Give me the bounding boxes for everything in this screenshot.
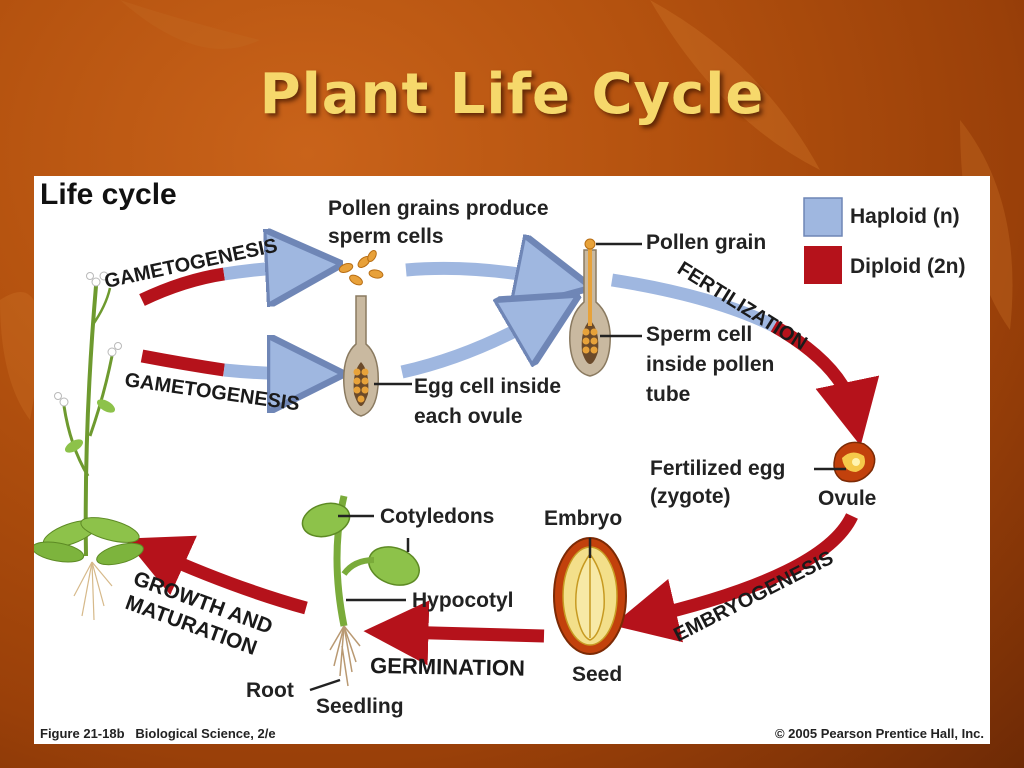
gametogenesis-top-arrow-diploid — [139, 267, 225, 306]
pistil-illustration — [343, 295, 379, 417]
label-seed: Seed — [572, 663, 623, 686]
label-pollen-produce-2: sperm cells — [328, 225, 444, 248]
legend-diploid-label: Diploid (2n) — [850, 255, 966, 278]
ovule-illustration — [833, 441, 876, 483]
pollen-tube-pistil-illustration — [569, 238, 611, 377]
pollen-to-pistil-arrow — [405, 268, 554, 280]
germination-arrow — [363, 600, 545, 666]
ovule-to-pistil-arrow — [400, 314, 546, 379]
gametogenesis-bottom-arrow-haploid — [223, 370, 306, 374]
fertilization-arrow-haploid — [610, 273, 777, 332]
label-embryo: Embryo — [544, 507, 623, 530]
stage-germination: GERMINATION — [370, 653, 525, 681]
label-egg-cell-1: Egg cell inside — [414, 375, 562, 398]
label-sperm-cell-3: tube — [646, 383, 691, 406]
footer-figure-ref: Figure 21-18b Biological Science, 2/e — [40, 726, 276, 741]
figure-heading: Life cycle — [40, 178, 177, 211]
label-hypocotyl: Hypocotyl — [412, 589, 514, 612]
label-pollen-grain: Pollen grain — [646, 231, 767, 254]
legend-haploid-swatch — [803, 197, 843, 237]
legend-haploid-label: Haploid (n) — [850, 205, 960, 228]
leader-lines — [309, 242, 846, 692]
label-egg-cell-2: each ovule — [414, 405, 523, 428]
label-root: Root — [246, 679, 294, 702]
pollen-grains-illustration — [338, 250, 384, 286]
growth-maturation-arrow — [124, 535, 308, 615]
seed-illustration — [553, 537, 627, 655]
gametogenesis-bottom-arrow-diploid — [140, 349, 225, 377]
label-cotyledons: Cotyledons — [380, 505, 495, 528]
life-cycle-figure: GAMETOGENESIS GAMETOGENESIS FERTILIZATIO… — [34, 176, 990, 744]
label-ovule: Ovule — [818, 487, 877, 510]
pollen-grain-dot — [584, 238, 596, 250]
label-fertilized-egg-2: (zygote) — [650, 485, 731, 508]
label-fertilized-egg-1: Fertilized egg — [650, 457, 786, 480]
label-sperm-cell-2: inside pollen — [646, 353, 775, 376]
seedling-illustration — [301, 495, 420, 687]
fertilization-arrow-diploid — [770, 320, 880, 446]
gametogenesis-top-arrow-haploid — [223, 266, 304, 274]
mature-plant-illustration — [34, 271, 144, 621]
label-sperm-cell-1: Sperm cell — [646, 323, 753, 346]
stage-embryogenesis: EMBRYOGENESIS — [670, 547, 837, 646]
legend-diploid-swatch — [804, 246, 842, 284]
footer-book-title: Biological Science, 2/e — [135, 726, 276, 741]
embryogenesis-arrow — [612, 512, 858, 643]
footer-copyright: © 2005 Pearson Prentice Hall, Inc. — [774, 726, 984, 741]
label-pollen-produce-1: Pollen grains produce — [328, 197, 549, 220]
slide-title: Plant Life Cycle — [259, 62, 765, 127]
life-cycle-diagram: GAMETOGENESIS GAMETOGENESIS FERTILIZATIO… — [34, 197, 880, 692]
label-seedling: Seedling — [316, 695, 404, 718]
footer-figure-number: Figure 21-18b — [40, 726, 125, 741]
